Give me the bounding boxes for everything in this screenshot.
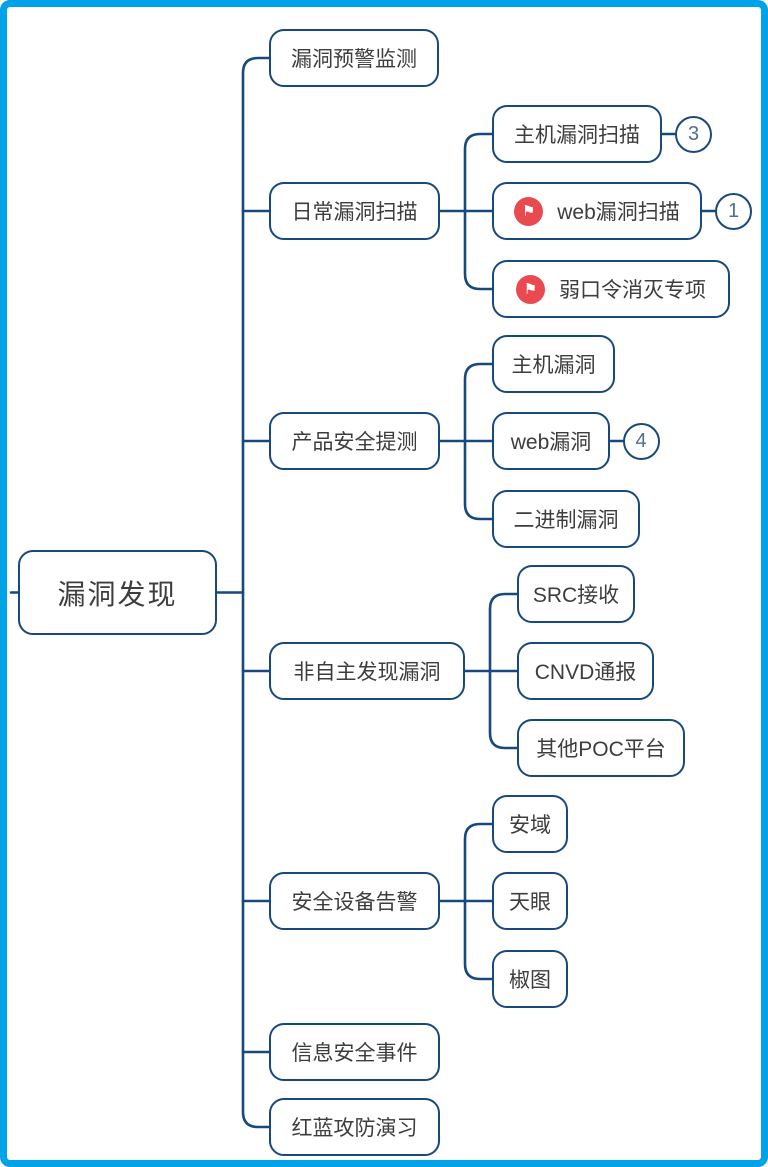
node-daily-vuln-scan[interactable]: 日常漏洞扫描	[269, 182, 440, 240]
connector	[488, 592, 519, 750]
node-label: 其他POC平台	[536, 738, 666, 761]
node-src-intake[interactable]: SRC接收	[517, 565, 635, 623]
badge-count[interactable]: 3	[675, 115, 712, 153]
node-label: 椒图	[509, 969, 551, 992]
node-label: SRC接收	[532, 584, 620, 607]
node-label: web漏洞扫描	[557, 201, 680, 224]
node-vuln-warning-monitoring[interactable]: 漏洞预警监测	[269, 29, 439, 87]
connector	[463, 132, 494, 291]
node-label: 日常漏洞扫描	[291, 201, 418, 224]
node-host-vuln-scan[interactable]: 主机漏洞扫描	[492, 105, 662, 163]
node-label: 信息安全事件	[291, 1042, 418, 1065]
flag-icon: ⚑	[516, 274, 545, 304]
node-weak-password-elimination[interactable]: ⚑ 弱口令消灭专项	[492, 260, 730, 318]
node-cnvd-report[interactable]: CNVD通报	[517, 642, 654, 700]
connector	[463, 822, 494, 981]
node-binary-vuln[interactable]: 二进制漏洞	[492, 490, 640, 548]
node-anyu[interactable]: 安域	[492, 795, 568, 853]
node-label: 漏洞发现	[57, 578, 178, 610]
connector	[241, 56, 271, 1129]
node-label: 天眼	[509, 891, 551, 914]
node-security-device-alerts[interactable]: 安全设备告警	[269, 872, 440, 930]
node-tianyan[interactable]: 天眼	[492, 872, 568, 930]
node-jiaotu[interactable]: 椒图	[492, 950, 568, 1008]
node-label: 漏洞预警监测	[291, 48, 417, 71]
badge-count[interactable]: 4	[622, 422, 660, 460]
node-infosec-incidents[interactable]: 信息安全事件	[269, 1023, 440, 1081]
node-other-poc-platforms[interactable]: 其他POC平台	[517, 719, 685, 777]
node-label: 产品安全提测	[291, 431, 418, 454]
node-web-vuln[interactable]: web漏洞	[492, 412, 610, 470]
node-root[interactable]: 漏洞发现	[18, 550, 217, 635]
node-label: 二进制漏洞	[513, 509, 619, 532]
badge-count[interactable]: 1	[715, 192, 752, 230]
node-web-vuln-scan[interactable]: ⚑ web漏洞扫描	[492, 182, 702, 240]
node-label: 主机漏洞	[511, 354, 596, 377]
node-host-vuln[interactable]: 主机漏洞	[492, 335, 615, 393]
connector	[463, 362, 494, 521]
node-label: 弱口令消灭专项	[559, 279, 706, 302]
node-label: 主机漏洞扫描	[514, 124, 640, 147]
node-product-security-testing[interactable]: 产品安全提测	[269, 412, 440, 470]
node-label: web漏洞	[510, 431, 592, 454]
node-label: CNVD通报	[534, 661, 637, 684]
node-red-blue-exercise[interactable]: 红蓝攻防演习	[269, 1098, 440, 1156]
node-non-self-discovered[interactable]: 非自主发现漏洞	[269, 642, 465, 700]
node-label: 非自主发现漏洞	[293, 661, 441, 684]
flag-icon: ⚑	[514, 196, 544, 226]
node-label: 安全设备告警	[291, 891, 418, 914]
node-label: 红蓝攻防演习	[291, 1117, 418, 1140]
node-label: 安域	[509, 814, 551, 837]
